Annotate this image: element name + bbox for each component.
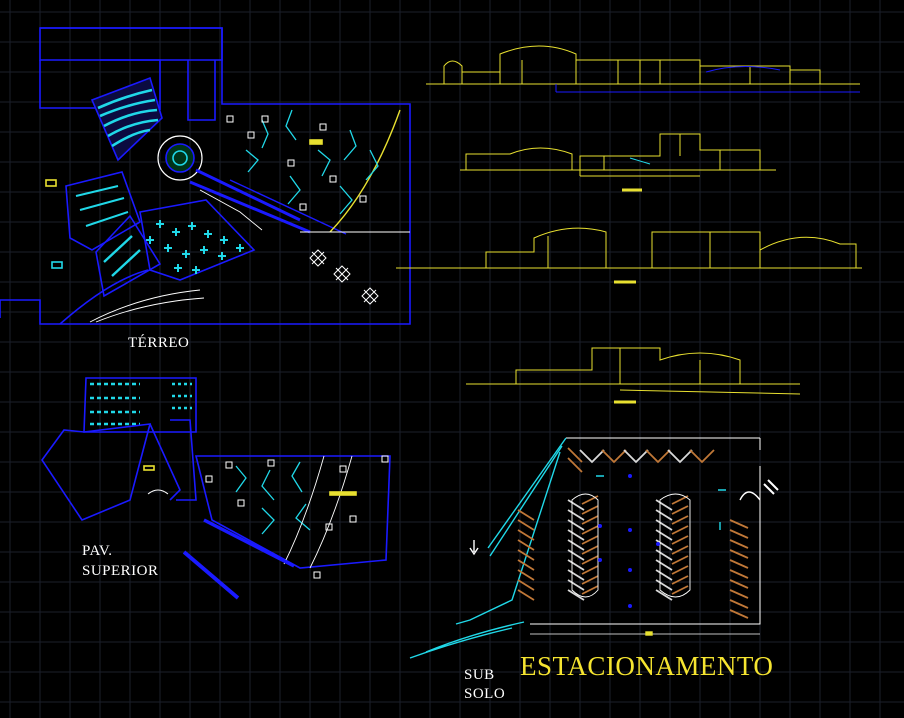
estacionamento-parking-plan — [409, 437, 779, 659]
estacionamento-title: ESTACIONAMENTO — [520, 651, 774, 681]
elevation-3 — [396, 227, 862, 284]
sub-solo-label-line1: SUB — [464, 667, 495, 683]
sub-solo-label-line2: SOLO — [464, 686, 506, 702]
pav-superior-floor-plan — [41, 377, 391, 600]
elevation-4 — [466, 347, 801, 404]
terreo-floor-plan — [0, 27, 411, 325]
pav-superior-label-line2: SUPERIOR — [82, 563, 159, 579]
pav-superior-label-line1: PAV. — [82, 543, 113, 559]
terreo-label: TÉRREO — [128, 335, 190, 351]
elevation-1 — [426, 45, 860, 93]
elevation-2 — [460, 133, 776, 192]
